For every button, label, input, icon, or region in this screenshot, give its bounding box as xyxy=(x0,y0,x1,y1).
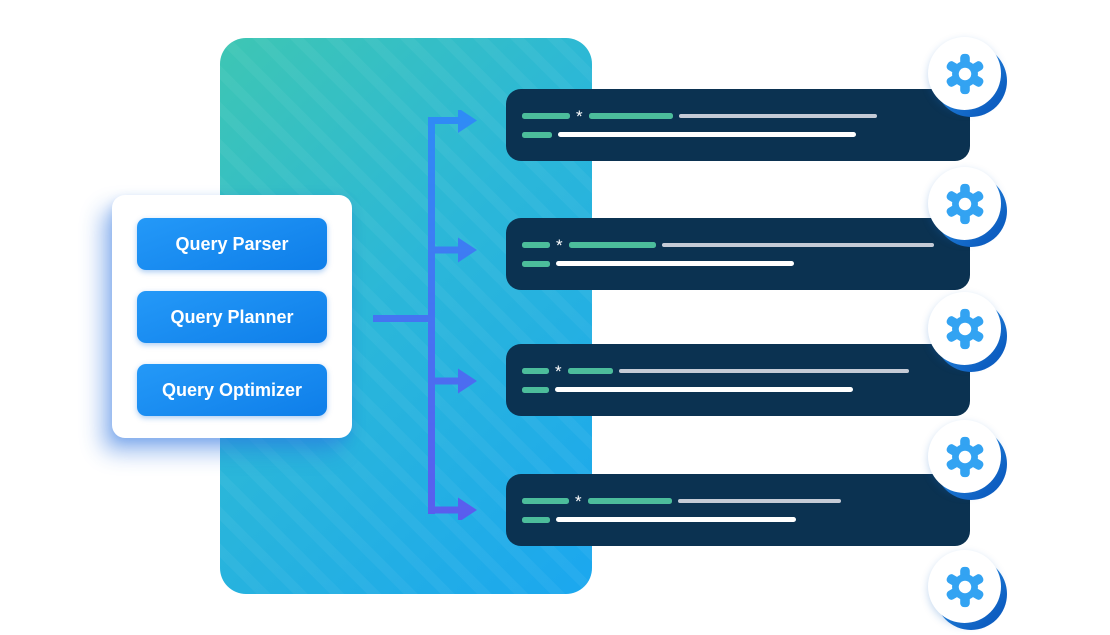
green-code-bar xyxy=(522,131,552,138)
gray-code-bar xyxy=(677,498,841,503)
gear-icon xyxy=(946,308,983,349)
white-code-bar xyxy=(558,132,856,137)
gear-icon xyxy=(946,183,983,224)
flow-arrow-icon xyxy=(458,110,477,133)
green-code-bar xyxy=(522,386,549,393)
flow-arrow-icon xyxy=(458,237,477,263)
green-code-bar xyxy=(522,241,550,248)
query-parser-button[interactable]: Query Parser xyxy=(137,218,327,270)
settings-gear-badge-4[interactable] xyxy=(928,420,1008,500)
white-code-bar xyxy=(556,517,796,522)
gray-code-bar xyxy=(661,242,934,247)
connector-trunk-line xyxy=(428,117,435,514)
code-line: * xyxy=(522,363,970,380)
code-line: * xyxy=(522,237,970,254)
gear-circle xyxy=(928,550,1001,623)
green-code-bar xyxy=(567,367,613,374)
green-code-bar xyxy=(522,497,569,504)
settings-gear-badge-1[interactable] xyxy=(928,37,1008,117)
code-line xyxy=(522,260,970,267)
gear-circle xyxy=(928,420,1001,493)
settings-gear-badge-5[interactable] xyxy=(928,550,1008,630)
green-code-bar xyxy=(568,241,656,248)
code-line xyxy=(522,131,970,138)
gear-circle xyxy=(928,37,1001,110)
code-snippet-block-3: * xyxy=(506,344,970,416)
green-code-bar xyxy=(587,497,672,504)
gear-circle xyxy=(928,292,1001,365)
settings-gear-badge-2[interactable] xyxy=(928,167,1008,247)
code-line xyxy=(522,516,970,523)
code-line xyxy=(522,386,970,393)
green-code-bar xyxy=(588,112,673,119)
gear-circle xyxy=(928,167,1001,240)
gray-code-bar xyxy=(618,368,909,373)
green-code-bar xyxy=(522,260,550,267)
flow-arrows xyxy=(373,110,477,520)
green-code-bar xyxy=(522,112,570,119)
white-code-bar xyxy=(555,387,853,392)
gear-icon xyxy=(946,53,983,94)
flow-arrow-icon xyxy=(458,368,477,394)
code-snippet-block-2: * xyxy=(506,218,970,290)
green-code-bar xyxy=(522,516,550,523)
settings-gear-badge-3[interactable] xyxy=(928,292,1008,372)
green-code-bar xyxy=(522,367,549,374)
gear-icon xyxy=(946,436,983,477)
code-line: * xyxy=(522,493,970,510)
code-snippet-block-4: * xyxy=(506,474,970,546)
connector-inlet-line xyxy=(373,315,435,322)
gray-code-bar xyxy=(678,113,877,118)
code-snippet-block-1: * xyxy=(506,89,970,161)
gear-icon xyxy=(946,566,983,607)
code-line: * xyxy=(522,108,970,125)
query-planner-button[interactable]: Query Planner xyxy=(137,291,327,343)
flow-arrow-icon xyxy=(458,497,477,520)
query-optimizer-button[interactable]: Query Optimizer xyxy=(137,364,327,416)
white-code-bar xyxy=(556,261,794,266)
query-components-card: Query Parser Query Planner Query Optimiz… xyxy=(112,195,352,438)
